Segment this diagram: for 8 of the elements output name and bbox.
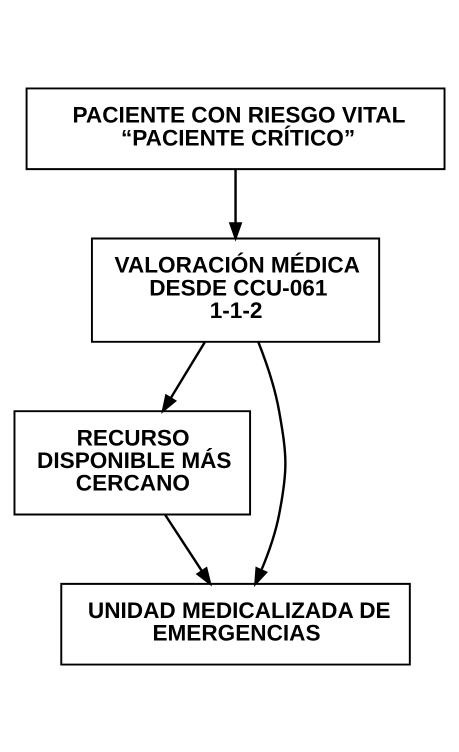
node-box: RECURSO DISPONIBLE MÁS CERCANO [14, 410, 252, 515]
arrow [164, 513, 212, 586]
arrow [161, 341, 206, 414]
arrow [228, 169, 242, 242]
arrow [254, 340, 287, 586]
node-box: UNIDAD MEDICALIZADA DE EMERGENCIAS [60, 582, 411, 666]
node-box: PACIENTE CON RIESGO VITAL “PACIENTE CRÍTICO” [26, 86, 446, 170]
node-box: VALORACIÓN MÉDICA DESDE CCU-061 1-1-2 [90, 237, 380, 342]
